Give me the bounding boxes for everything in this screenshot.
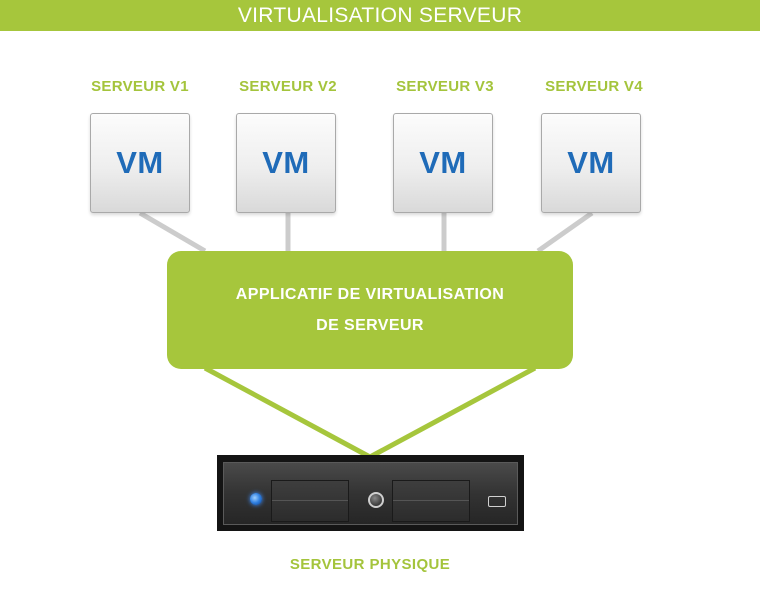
connector-v1: [138, 210, 207, 254]
vm-box-text: VM: [419, 145, 467, 180]
vm-box-text: VM: [262, 145, 310, 180]
power-button-icon: [368, 492, 384, 508]
server-front-panel: [223, 462, 518, 525]
vm-box-v3: VM: [393, 113, 493, 213]
connector-v4: [536, 210, 594, 254]
page-title: VIRTUALISATION SERVEUR: [237, 3, 523, 27]
hypervisor-box: APPLICATIF DE VIRTUALISATION DE SERVEUR: [167, 251, 573, 369]
vm-box-text: VM: [116, 145, 164, 180]
port-icon: [488, 496, 506, 507]
drive-bay-right: [392, 480, 470, 522]
hypervisor-label-line-2: DE SERVEUR: [316, 317, 424, 334]
physical-server-label: SERVEUR PHYSIQUE: [289, 556, 451, 573]
vm-box-v4: VM: [541, 113, 641, 213]
connector-hv-right: [368, 365, 537, 460]
page-title-bar: VIRTUALISATION SERVEUR: [0, 0, 760, 31]
physical-server-unit: [217, 455, 524, 531]
vm-box-text: VM: [567, 145, 615, 180]
vm-label-v4: SERVEUR V4: [545, 78, 643, 95]
vm-label-v1: SERVEUR V1: [91, 78, 189, 95]
blue-power-led-icon: [250, 493, 262, 505]
drive-bay-left: [271, 480, 349, 522]
vm-label-v2: SERVEUR V2: [239, 78, 337, 95]
hypervisor-label-line-1: APPLICATIF DE VIRTUALISATION: [235, 286, 505, 303]
vm-box-v1: VM: [90, 113, 190, 213]
connector-hv-left: [203, 365, 372, 460]
vm-label-v3: SERVEUR V3: [396, 78, 494, 95]
vm-box-v2: VM: [236, 113, 336, 213]
